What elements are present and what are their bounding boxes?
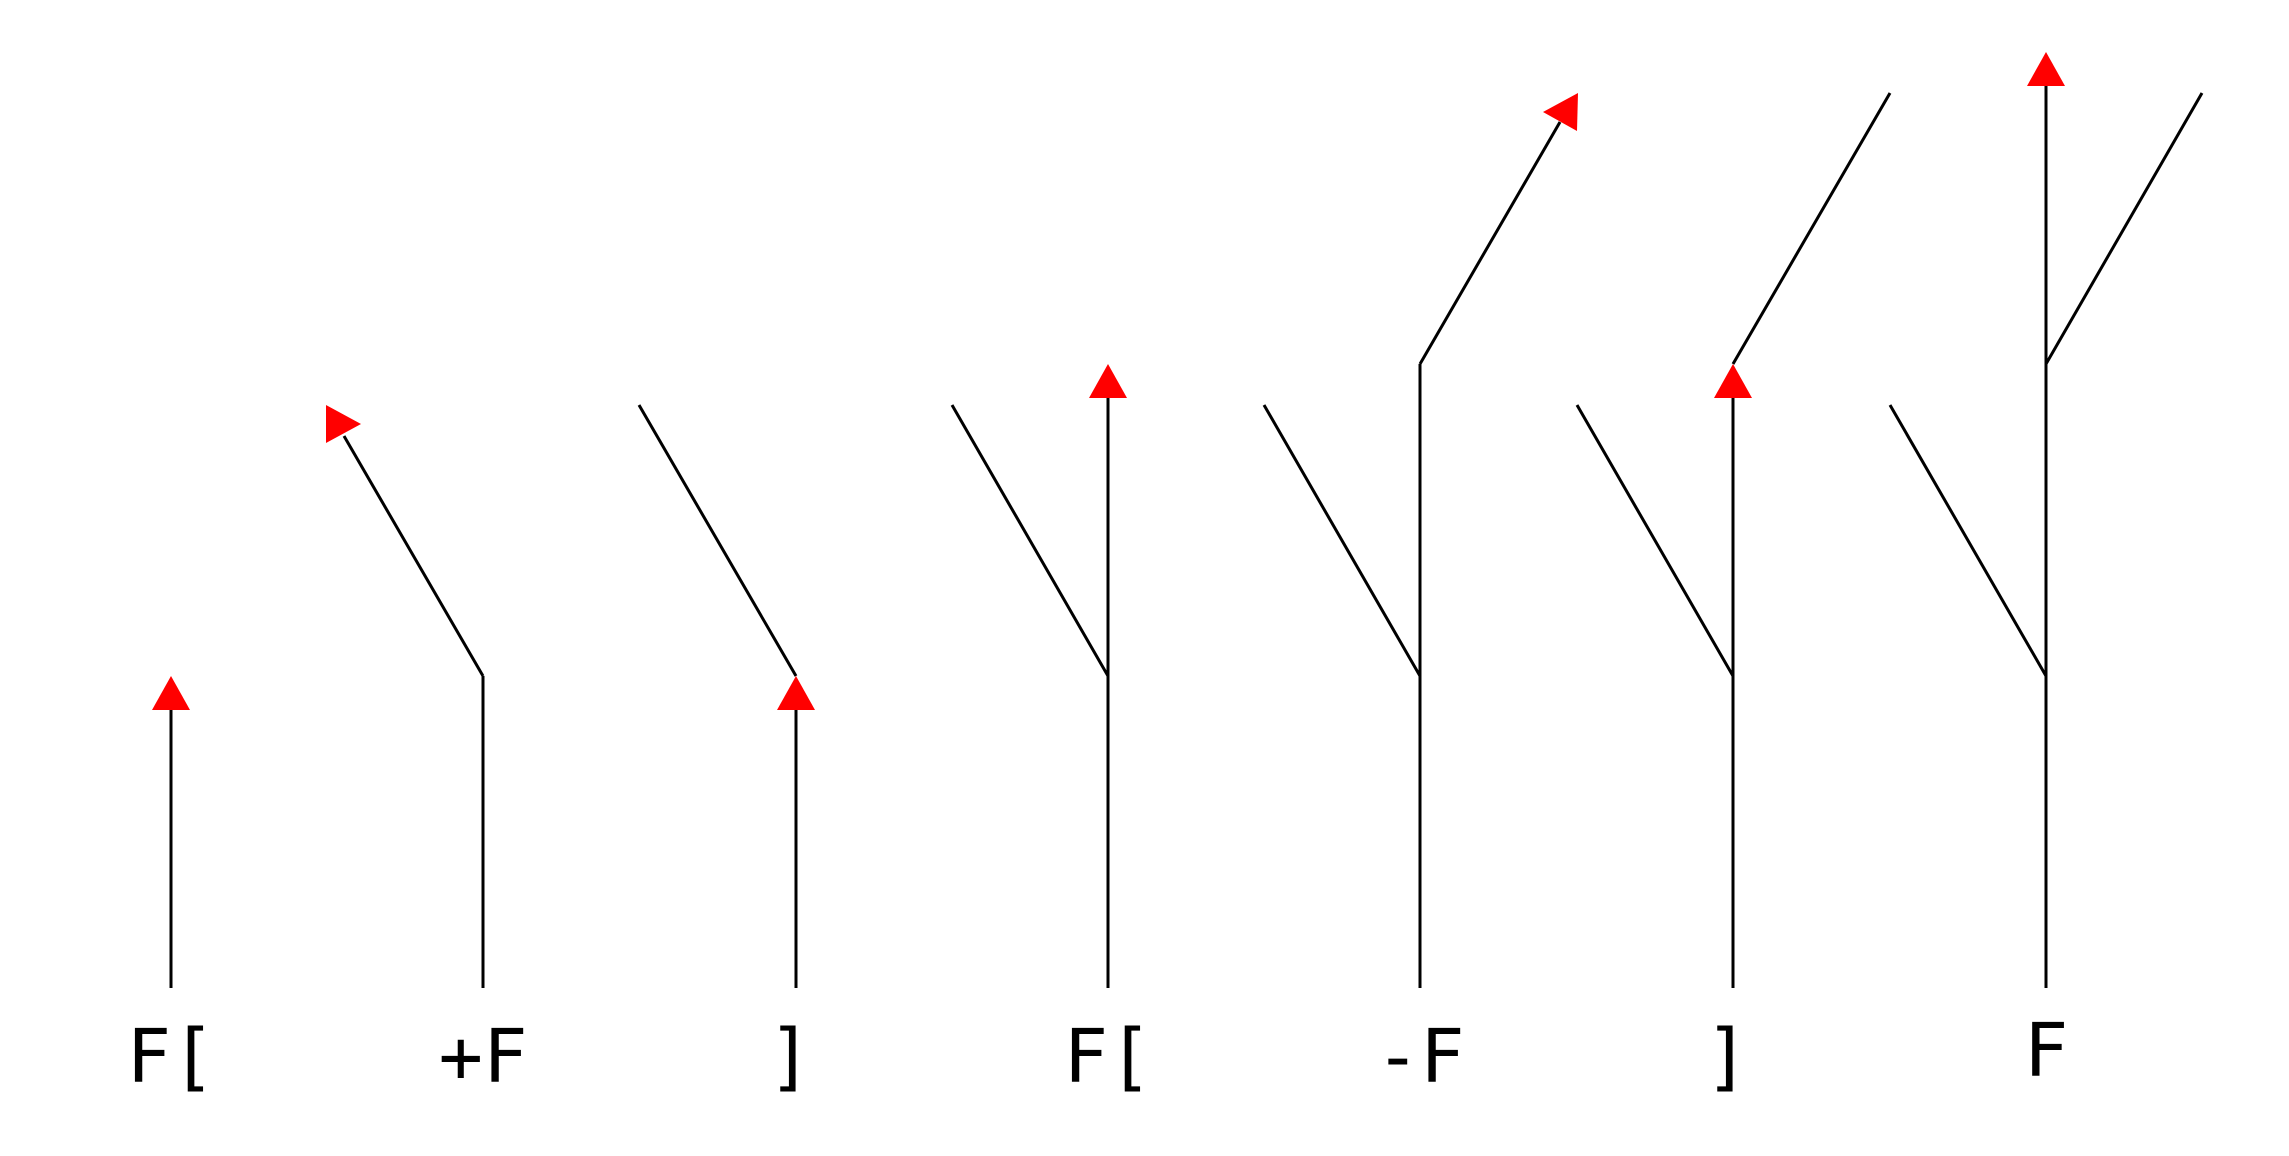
step-label: F[ (1063, 1014, 1152, 1100)
step-label: F (2024, 1008, 2069, 1094)
branch-segment (2044, 92, 2204, 365)
branch-segment (1731, 92, 1892, 365)
turtle-arrow-icon (1714, 364, 1752, 398)
turtle-arrow-icon (1543, 93, 1578, 131)
step-label: F[ (126, 1014, 215, 1100)
step-label: -F (1375, 1014, 1464, 1100)
step-label: ] (768, 1014, 813, 1100)
turtle-arrow-icon (777, 676, 815, 710)
step-panel-4: F[ (950, 364, 1153, 1100)
branch-segment (342, 435, 485, 677)
turtle-arrow-icon (2027, 52, 2065, 86)
branch-segment (1262, 404, 1422, 677)
step-panel-1: F[ (126, 676, 216, 1100)
branch-segment (637, 404, 798, 677)
step-panel-7: F (1888, 52, 2204, 1094)
turtle-arrow-icon (152, 676, 190, 710)
branch-segment (1575, 404, 1735, 677)
turtle-arrow-icon (326, 405, 361, 443)
step-label: ] (1705, 1014, 1750, 1100)
branch-segment (1888, 404, 2048, 677)
step-label: +F (438, 1014, 527, 1100)
turtle-arrow-icon (1089, 364, 1127, 398)
branch-segment (1418, 121, 1562, 365)
step-panel-3: ] (637, 404, 815, 1100)
step-panel-2: +F (326, 405, 528, 1100)
branch-segment (950, 404, 1110, 677)
step-panel-6: ] (1575, 92, 1892, 1100)
step-panel-5: -F (1262, 93, 1578, 1100)
